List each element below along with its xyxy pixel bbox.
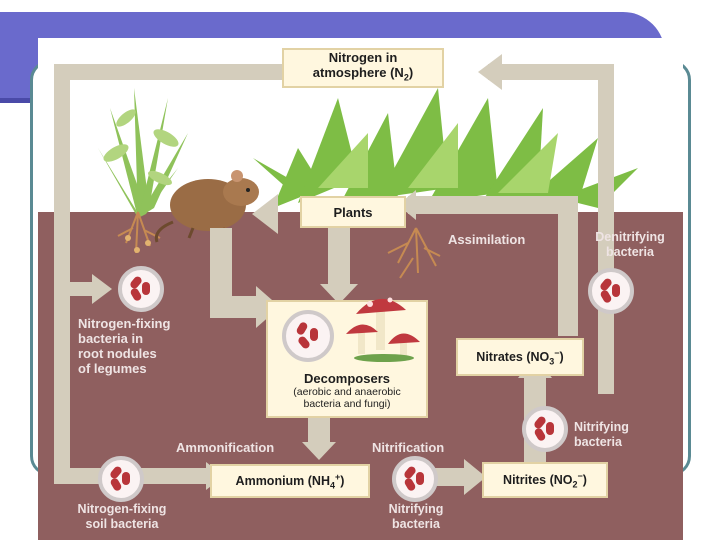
legume-leaves — [103, 109, 179, 186]
pipe-right-vertical — [598, 64, 614, 394]
bushy-plant-highlights — [318, 123, 558, 193]
atmosphere-line1: Nitrogen in — [328, 50, 398, 66]
vegetation-illustration — [98, 88, 638, 279]
nitrification-label: Nitrification — [372, 440, 445, 455]
denitrifying-label: Denitrifying bacteria — [595, 230, 665, 259]
denitrifying-bacteria-icon — [588, 268, 634, 314]
pipe-mouse-right — [210, 296, 260, 318]
pipe-decomposer-down — [308, 416, 330, 446]
nitrates-box: Nitrates (NO3−) — [456, 338, 584, 376]
atmosphere-box: Nitrogen in atmosphere (N2) — [282, 48, 444, 88]
root-nodules — [125, 235, 151, 253]
arrow-into-decomposers-top — [320, 284, 358, 304]
soil-bacteria-label: Nitrogen-fixing soil bacteria — [77, 502, 167, 531]
plants-label: Plants — [333, 204, 373, 220]
pipe-left-to-legume — [54, 282, 94, 296]
nitrifying-bacteria-right-icon — [522, 406, 568, 452]
nitrifying-right-label: Nitrifying bacteria — [574, 420, 629, 449]
pipe-plants-down — [328, 228, 350, 288]
legume-bacteria-icon — [118, 266, 164, 312]
mushroom-icon — [346, 297, 420, 362]
assimilation-label: Assimilation — [448, 232, 526, 247]
nitrogen-cycle-diagram: Nitrogen in atmosphere (N2) Plants Decom… — [38, 38, 683, 540]
pipe-assimilation-top — [408, 196, 568, 214]
pipe-mouse-down — [210, 228, 232, 318]
legume-bacteria-label: Nitrogen-fixing bacteria in root nodules… — [78, 316, 171, 376]
arrow-into-ammonium-top — [302, 442, 336, 460]
nitrites-box: Nitrites (NO2−) — [482, 462, 608, 498]
nitrates-label: Nitrates (NO3−) — [476, 347, 564, 367]
ammonium-box: Ammonium (NH4+) — [210, 464, 370, 498]
decomposers-title: Decomposers — [304, 371, 390, 386]
nitrifying-bacteria-bottom-icon — [392, 456, 438, 502]
pipe-top-left — [54, 64, 284, 80]
ammonium-label: Ammonium (NH4+) — [235, 471, 345, 491]
plants-box: Plants — [300, 196, 406, 228]
arrow-into-legume — [92, 274, 112, 304]
pipe-assimilation-down — [558, 196, 578, 336]
arrow-into-plants — [252, 194, 278, 234]
arrow-into-nitrites — [464, 459, 486, 495]
nitrites-label: Nitrites (NO2−) — [503, 470, 587, 490]
decomposers-line1: (aerobic and anaerobic — [293, 386, 401, 398]
pipe-top-right — [488, 64, 614, 80]
atmosphere-line2: atmosphere (N2) — [312, 65, 414, 83]
decomposer-bacteria-icon — [282, 310, 334, 362]
nitrifying-bottom-label: Nitrifying bacteria — [388, 502, 444, 531]
arrow-into-atmosphere — [478, 54, 502, 90]
ammonification-label: Ammonification — [176, 440, 275, 455]
decomposers-line2: bacteria and fungi) — [303, 398, 391, 410]
pipe-left-vertical — [54, 64, 70, 484]
plant-roots — [117, 211, 441, 279]
mouse-illustration — [154, 170, 259, 243]
soil-bacteria-icon — [98, 456, 144, 502]
